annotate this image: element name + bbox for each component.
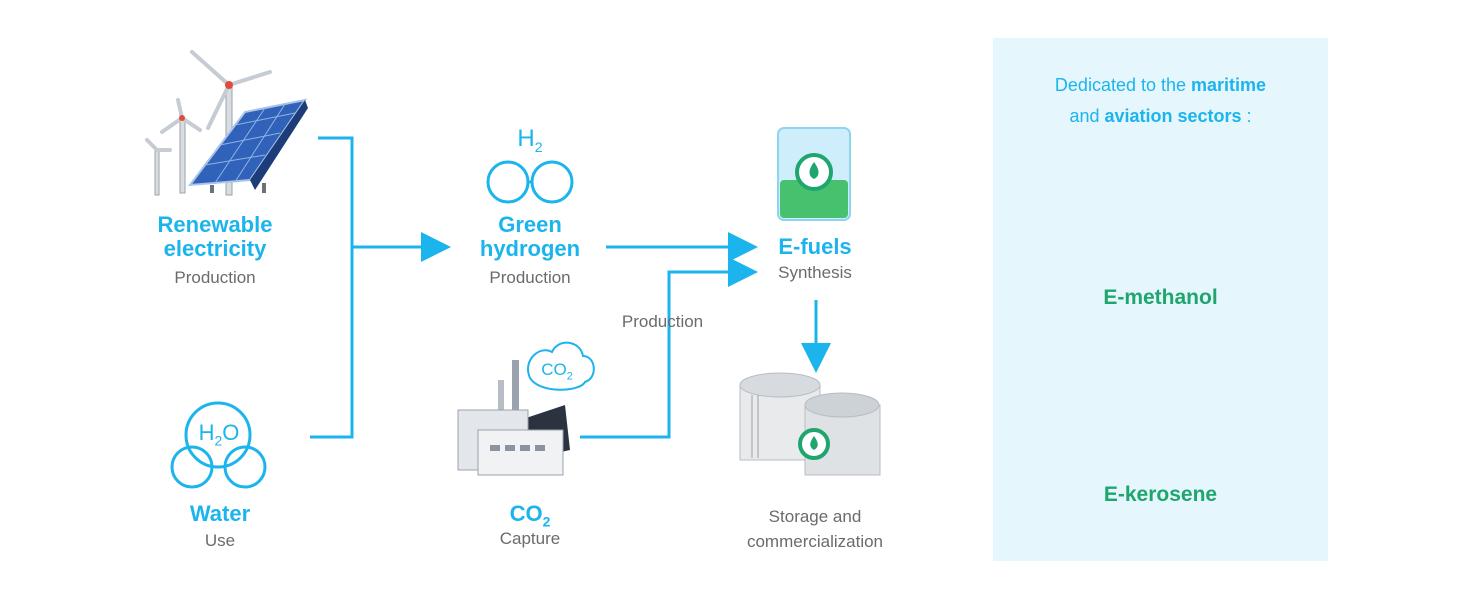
hydrogen-formula-h: H xyxy=(517,125,535,152)
water-icon-sub: 2 xyxy=(214,432,223,449)
hydrogen-formula: H2 xyxy=(510,125,550,155)
water-icon-label: H2O xyxy=(192,420,246,448)
hydrogen-molecule-icon xyxy=(486,160,574,204)
panel-intro-line1: Dedicated to the maritime xyxy=(993,70,1328,101)
co2-cloud-sub: 2 xyxy=(566,370,573,383)
efuels-sub: Synthesis xyxy=(778,263,852,282)
panel-intro-2: and xyxy=(1069,106,1105,126)
water-icon-h: H xyxy=(198,420,215,445)
panel-intro-bold-1: maritime xyxy=(1191,75,1267,95)
beaker-icon xyxy=(777,127,851,221)
connector-lines xyxy=(310,136,831,439)
co2-cloud-text: CO xyxy=(541,360,567,379)
hydrogen-title-line2: hydrogen xyxy=(479,236,581,261)
co2-cloud-label: CO2 xyxy=(537,360,577,382)
hydrogen-title-line1: Green xyxy=(498,212,562,237)
water-molecule-icon xyxy=(170,401,267,489)
storage-tanks-icon xyxy=(739,372,881,476)
water-title: Water xyxy=(189,501,251,526)
edge-label-production: Production xyxy=(621,312,704,331)
renewable-title-line2: electricity xyxy=(163,236,267,261)
efuels-title: E-fuels xyxy=(778,234,852,259)
connector-co2-to-efuels xyxy=(580,257,758,439)
renewable-title: Renewable electricity xyxy=(130,213,300,261)
panel-intro-line2: and aviation sectors : xyxy=(993,101,1328,132)
storage-label: Storage and commercialization xyxy=(715,504,915,554)
factory-icon xyxy=(457,341,595,476)
storage-line2: commercialization xyxy=(746,532,884,551)
renewable-sub: Production xyxy=(174,268,256,287)
co2-title-text: CO xyxy=(509,501,543,526)
water-sub: Use xyxy=(204,531,236,550)
product-e-kerosene: E-kerosene xyxy=(1103,483,1218,506)
renewable-title-line1: Renewable xyxy=(157,212,273,237)
hydrogen-title: Green hydrogen xyxy=(450,213,610,261)
sectors-panel: Dedicated to the maritime and aviation s… xyxy=(993,38,1328,561)
panel-intro-1: Dedicated to the xyxy=(1054,75,1192,95)
storage-line1: Storage and xyxy=(768,507,862,526)
co2-title: CO2 xyxy=(475,502,585,533)
hydrogen-formula-sub: 2 xyxy=(534,138,543,155)
panel-intro-3: : xyxy=(1241,106,1252,126)
connector-renewable xyxy=(310,136,354,439)
wind-solar-icon xyxy=(145,50,308,196)
panel-intro-bold-2: aviation sectors xyxy=(1104,106,1242,126)
co2-title-sub: 2 xyxy=(542,513,551,530)
co2-sub: Capture xyxy=(499,529,561,548)
panel-intro: Dedicated to the maritime and aviation s… xyxy=(993,70,1328,132)
water-icon-o: O xyxy=(222,420,240,445)
hydrogen-sub: Production xyxy=(489,268,571,287)
product-e-methanol: E-methanol xyxy=(1103,286,1218,309)
